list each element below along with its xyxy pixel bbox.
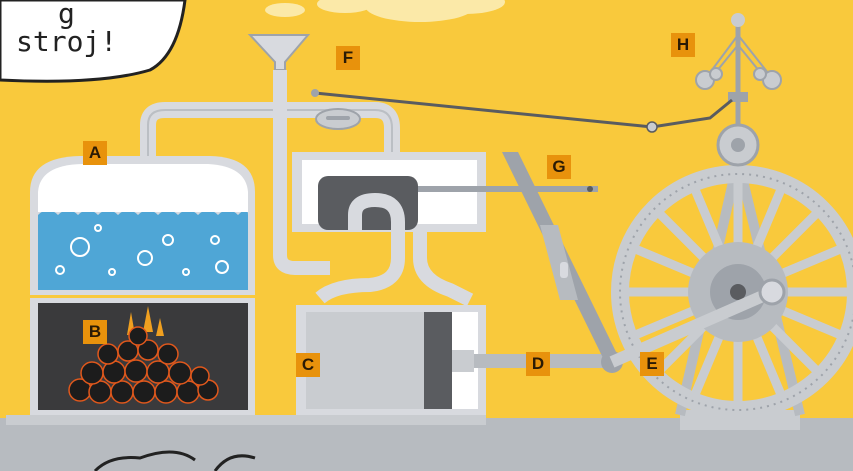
- label-d: D: [526, 352, 550, 376]
- boiler-water: [38, 210, 248, 290]
- speech-line-2: stroj!: [16, 28, 117, 56]
- steam-cloud: [265, 0, 505, 22]
- label-c: C: [296, 353, 320, 377]
- piston: [424, 312, 452, 409]
- label-g: G: [547, 155, 571, 179]
- centrifugal-governor: [696, 13, 781, 165]
- label-h: H: [671, 33, 695, 57]
- label-b: B: [83, 320, 107, 344]
- boiler: [30, 156, 255, 295]
- speech-line-1: g: [58, 0, 117, 28]
- flywheel: [620, 160, 853, 415]
- label-e: E: [640, 352, 664, 376]
- label-a: A: [83, 141, 107, 165]
- valve-rod: [418, 186, 598, 192]
- label-f: F: [336, 46, 360, 70]
- base-top: [6, 415, 486, 425]
- speech-bubble-text: g stroj!: [16, 0, 117, 56]
- funnel: [250, 35, 308, 70]
